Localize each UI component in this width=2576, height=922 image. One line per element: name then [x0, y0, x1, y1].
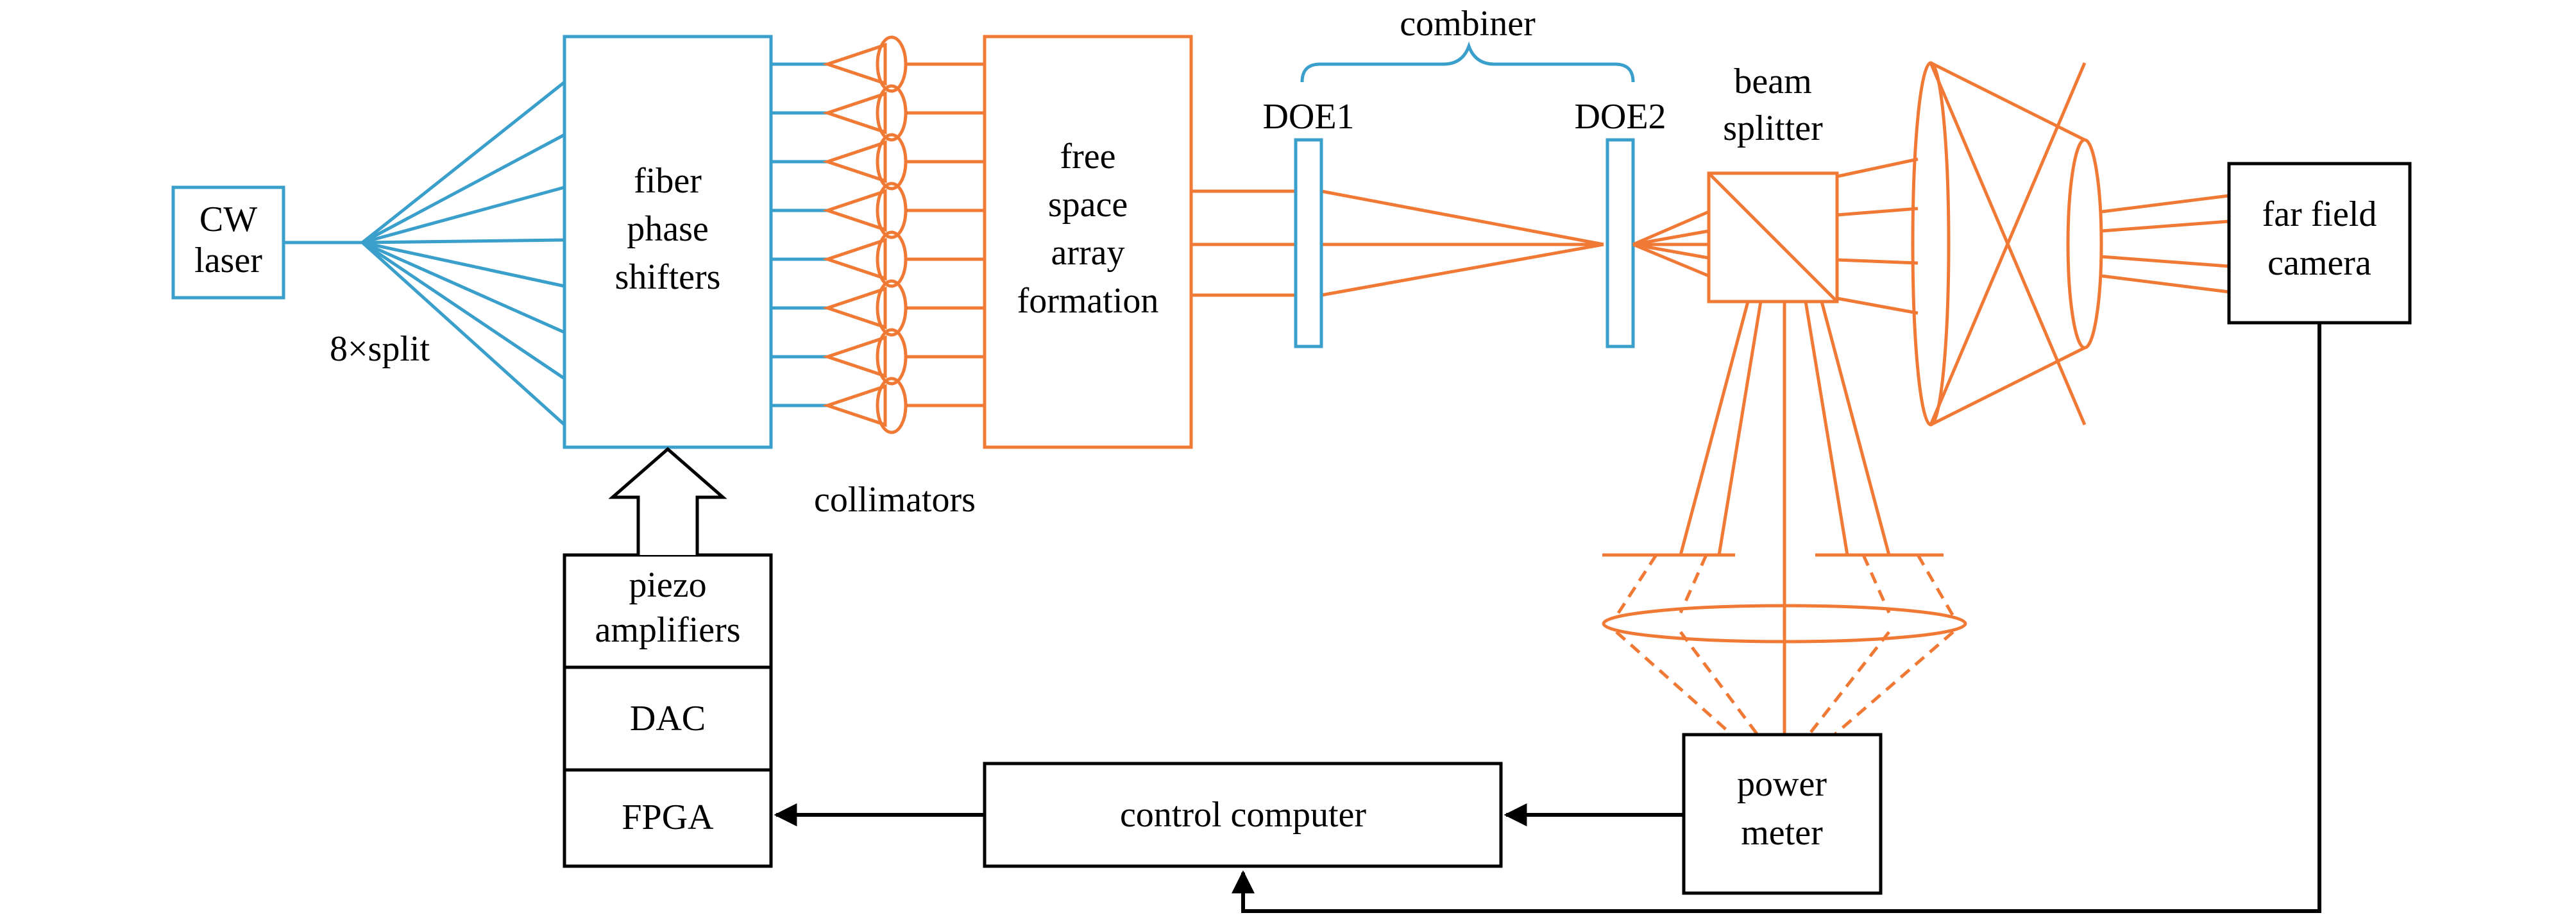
free-space-array-box — [983, 35, 1193, 449]
signal-arrows — [774, 323, 2321, 913]
combiner-label: combiner — [1400, 4, 1536, 44]
beam-splitter-label-2: splitter — [1723, 108, 1823, 148]
combiner-beams — [1191, 189, 1604, 297]
power-meter-beams — [1602, 301, 1967, 735]
collimators-label: collimators — [814, 480, 976, 520]
camera-to-control-arrow — [1232, 323, 2321, 913]
split-fibers — [284, 81, 566, 426]
beam-splitter-diagonal — [1707, 172, 1838, 303]
cw-laser-label-1: CW — [199, 200, 257, 239]
collimators — [822, 35, 985, 434]
power-meter-dashed-beams — [1614, 554, 1955, 736]
phase-shifters-label-1: fiber — [634, 161, 702, 201]
free-space-label-4: formation — [1017, 281, 1159, 321]
fpga-label: FPGA — [622, 798, 714, 837]
dac-label: DAC — [630, 699, 706, 738]
phase-shifters-label-3: shifters — [615, 257, 721, 297]
camera-label-2: camera — [2267, 243, 2371, 283]
combiner-brace — [1300, 41, 1635, 83]
output-fibers — [771, 62, 827, 407]
piezo-label-2: amplifiers — [595, 610, 740, 650]
beam-splitter-label-1: beam — [1734, 62, 1811, 101]
power-meter-label-2: meter — [1741, 813, 1823, 853]
doe2-label: DOE2 — [1574, 97, 1666, 137]
free-space-label-2: space — [1048, 185, 1128, 225]
piezo-to-phase-shifters-arrow — [608, 447, 727, 555]
free-space-label-1: free — [1060, 137, 1115, 176]
free-space-label-3: array — [1051, 233, 1124, 273]
doe1 — [1294, 138, 1323, 348]
doe2 — [1606, 138, 1635, 348]
camera-label-1: far field — [2262, 194, 2377, 234]
power-meter-label-1: power — [1737, 764, 1827, 804]
phase-shifters-label-2: phase — [627, 209, 709, 249]
doe1-label: DOE1 — [1262, 97, 1354, 137]
telescope-lens-large — [1911, 61, 1951, 427]
piezo-label-1: piezo — [629, 565, 706, 605]
control-computer-label: control computer — [1120, 795, 1366, 835]
fpga-box — [563, 768, 773, 868]
telescope-input-beams — [1836, 157, 1919, 315]
cw-laser-label-2: laser — [194, 241, 262, 280]
split-label: 8×split — [330, 329, 430, 369]
telescope-beams — [1929, 61, 2230, 427]
doe2-output-beams — [1632, 210, 1709, 278]
beam-splitter — [1707, 171, 1839, 303]
telescope-lens-small — [2066, 138, 2103, 350]
